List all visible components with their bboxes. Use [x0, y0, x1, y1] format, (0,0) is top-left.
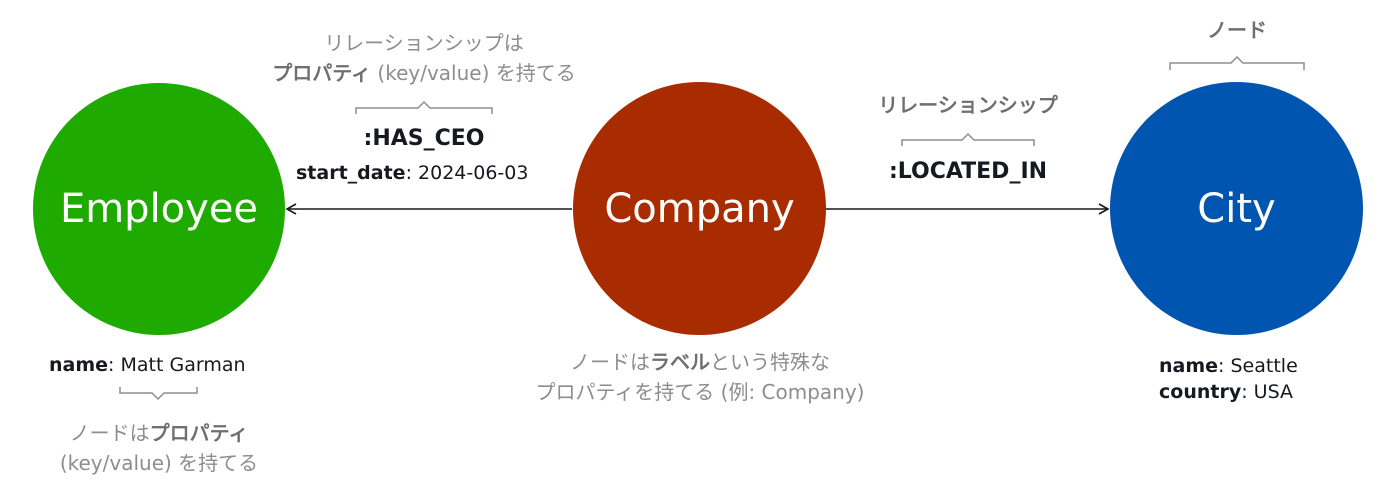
- has-ceo-property: start_date: 2024-06-03: [296, 160, 528, 186]
- city-properties: name: Seattle country: USA: [1159, 353, 1298, 405]
- city-prop-sep-country: :: [1241, 381, 1254, 403]
- employee-prop-row: name: Matt Garman: [49, 352, 246, 378]
- bracket-rel-props: [355, 100, 493, 114]
- label-post: という特殊な: [710, 350, 830, 374]
- city-prop-value-country: USA: [1253, 381, 1293, 403]
- company-node[interactable]: Company: [573, 82, 826, 335]
- bracket-relationship: [901, 132, 1035, 146]
- city-prop-key-name: name: [1159, 355, 1219, 377]
- node-props-line1: ノードはプロパティ: [19, 418, 299, 448]
- label-annotation-line1: ノードはラベルという特殊な: [460, 347, 940, 377]
- employee-node-label: Employee: [59, 186, 259, 232]
- employee-prop-value: Matt Garman: [120, 354, 246, 376]
- label-bold: ラベル: [650, 350, 710, 374]
- city-prop-key-country: country: [1159, 381, 1242, 403]
- rel-props-rest: (key/value) を持てる: [371, 61, 576, 85]
- bracket-node: [1169, 55, 1305, 70]
- label-annotation: ノードはラベルという特殊な プロパティを持てる (例: Company): [460, 347, 940, 407]
- relationship-annotation-text: リレーションシップ: [878, 93, 1058, 117]
- city-prop-row-country: country: USA: [1159, 379, 1298, 405]
- city-prop-row-name: name: Seattle: [1159, 353, 1298, 379]
- rel-props-bold: プロパティ: [272, 61, 372, 85]
- city-node[interactable]: City: [1110, 82, 1363, 335]
- node-props-line2: (key/value) を持てる: [59, 451, 259, 475]
- node-annotation: ノード: [1137, 15, 1337, 45]
- company-node-label: Company: [604, 185, 795, 232]
- city-node-label: City: [1197, 185, 1276, 232]
- node-props-pre: ノードは: [69, 421, 150, 445]
- node-annotation-text: ノード: [1207, 18, 1267, 42]
- rel-props-line1: リレーションシップは: [324, 31, 524, 55]
- rel-props-line2: プロパティ (key/value) を持てる: [249, 58, 599, 88]
- label-annotation-line2: プロパティを持てる (例: Company): [535, 380, 865, 404]
- employee-prop-key: name: [49, 354, 109, 376]
- employee-properties: name: Matt Garman: [49, 352, 246, 378]
- city-prop-sep-name: :: [1218, 355, 1231, 377]
- city-prop-value-name: Seattle: [1230, 355, 1298, 377]
- node-props-annotation: ノードはプロパティ (key/value) を持てる: [19, 418, 299, 478]
- node-props-bold: プロパティ: [149, 421, 249, 445]
- rel-props-annotation: リレーションシップは プロパティ (key/value) を持てる: [249, 28, 599, 88]
- relationship-annotation: リレーションシップ: [848, 90, 1088, 120]
- has-ceo-prop-key: start_date: [296, 162, 406, 184]
- label-pre: ノードは: [570, 350, 650, 374]
- has-ceo-prop-value: 2024-06-03: [418, 162, 529, 184]
- bracket-node-props: [119, 387, 198, 401]
- employee-prop-sep: :: [108, 354, 121, 376]
- has-ceo-prop-sep: :: [405, 162, 419, 184]
- located-in-label: :LOCATED_IN: [888, 159, 1048, 184]
- has-ceo-label: :HAS_CEO: [363, 126, 485, 151]
- employee-node[interactable]: Employee: [33, 83, 285, 335]
